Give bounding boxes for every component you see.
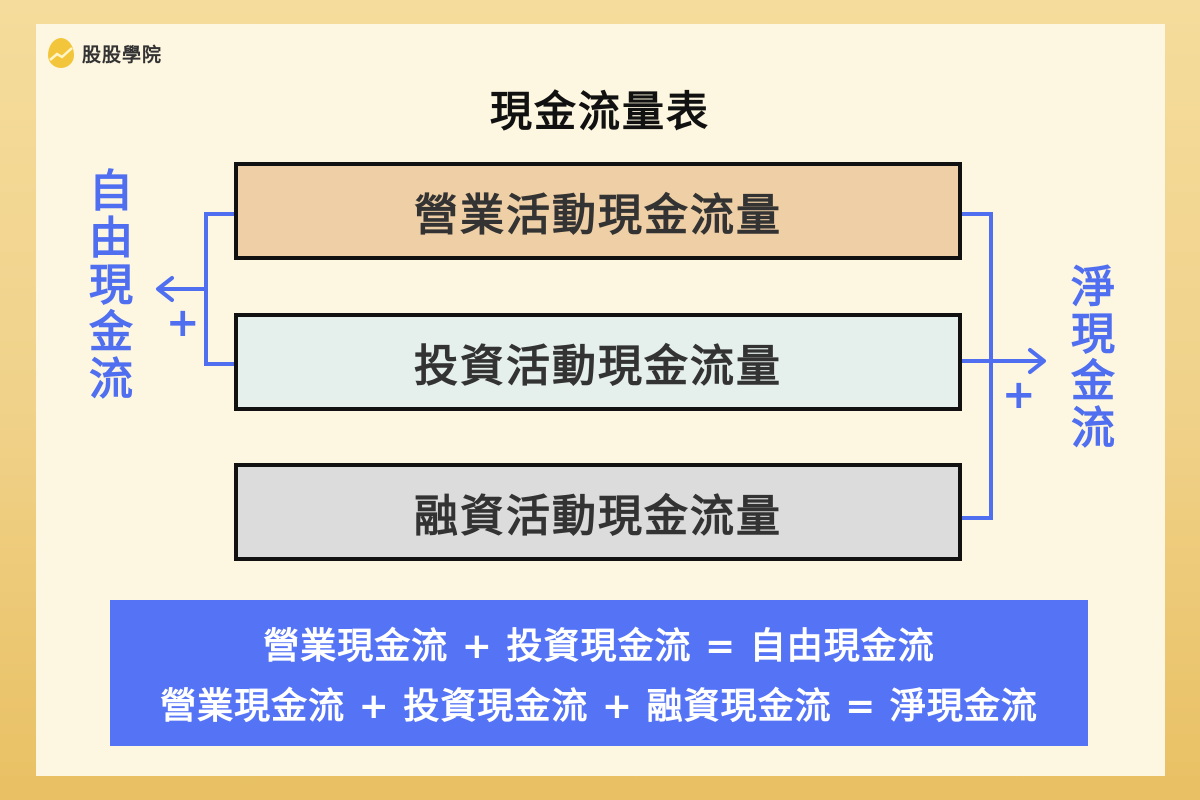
egg-chart-logo-icon — [48, 38, 74, 68]
investing-cash-flow-box: 投資活動現金流量 — [234, 313, 962, 411]
brand-logo: 股股學院 — [48, 38, 162, 68]
brand-name: 股股學院 — [82, 43, 163, 66]
operating-cash-flow-box: 營業活動現金流量 — [234, 162, 962, 260]
financing-cash-flow-box: 融資活動現金流量 — [234, 463, 962, 561]
diagram-title: 現金流量表 — [489, 87, 710, 136]
left-plus-sign: + — [166, 300, 200, 346]
free-cash-flow-label: 自由現金流 — [89, 166, 133, 405]
formula-free-cash-flow: 營業現金流 + 投資現金流 = 自由現金流 — [263, 626, 935, 667]
right-plus-sign: + — [1002, 372, 1036, 418]
formula-box: 營業現金流 + 投資現金流 = 自由現金流 營業現金流 + 投資現金流 + 融資… — [110, 600, 1088, 746]
formula-net-cash-flow: 營業現金流 + 投資現金流 + 融資現金流 = 淨現金流 — [160, 686, 1038, 727]
net-cash-flow-label: 淨現金流 — [1071, 262, 1115, 454]
